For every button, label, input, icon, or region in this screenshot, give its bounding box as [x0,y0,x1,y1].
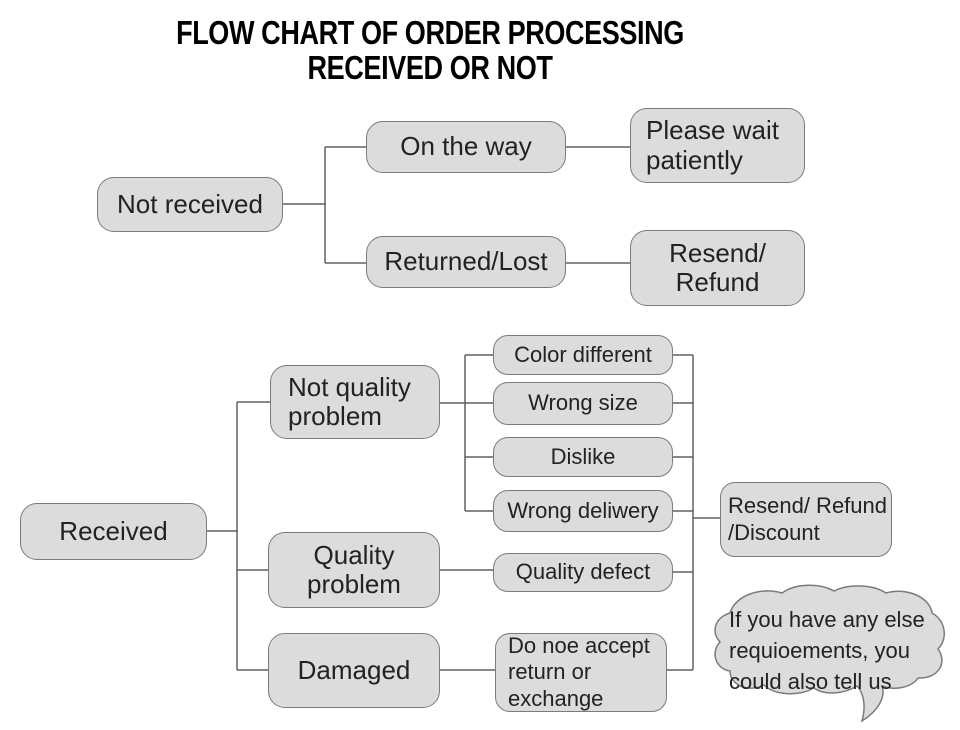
flow-node-wrong-deliwery: Wrong deliwery [493,490,673,532]
flow-node-resend-refund-discount: Resend/ Refund /Discount [720,482,892,557]
flow-node-do-noe-accept: Do noe accept return or exchange [495,633,667,712]
node-label: Quality defect [515,559,651,585]
speech-bubble-shape [714,584,945,723]
flow-node-damaged: Damaged [268,633,440,708]
node-label: Resend/ Refund [669,237,766,297]
flow-node-received: Received [20,503,207,560]
speech-bubble: If you have any else requioements, you c… [708,583,948,725]
flow-node-not-quality-problem: Not quality problem [270,365,440,439]
flow-node-resend-refund: Resend/ Refund [630,230,805,306]
flow-node-please-wait: Please wait patiently [630,108,805,183]
flow-node-quality-defect: Quality defect [493,553,673,592]
node-label: Wrong size [528,390,638,416]
node-label: Color different [514,341,652,367]
node-label: On the way [400,131,532,162]
node-label: Not received [117,188,263,219]
title-line-2: RECEIVED OR NOT [307,49,553,86]
node-label: Dislike [550,443,616,469]
node-label: Quality problem [307,539,401,599]
flow-node-dislike: Dislike [493,437,673,477]
node-label: Returned/Lost [384,246,548,277]
flow-node-on-the-way: On the way [366,121,566,173]
node-label: Received [59,515,168,546]
node-label: Do noe accept return or exchange [508,632,650,711]
flow-node-color-different: Color different [493,335,673,375]
flow-node-quality-problem: Quality problem [268,532,440,608]
node-label: Wrong deliwery [507,497,659,523]
node-label: Resend/ Refund /Discount [728,493,887,545]
page-title: FLOW CHART OF ORDER PROCESSING RECEIVED … [77,15,782,85]
flow-node-wrong-size: Wrong size [493,382,673,425]
node-label: Damaged [297,654,411,685]
node-label: Please wait patiently [646,115,779,175]
speech-bubble-text: If you have any else requioements, you c… [729,607,925,694]
title-line-1: FLOW CHART OF ORDER PROCESSING [176,14,684,51]
node-label: Not quality problem [288,371,411,431]
flow-node-not-received: Not received [97,177,283,232]
flow-node-returned-lost: Returned/Lost [366,236,566,288]
